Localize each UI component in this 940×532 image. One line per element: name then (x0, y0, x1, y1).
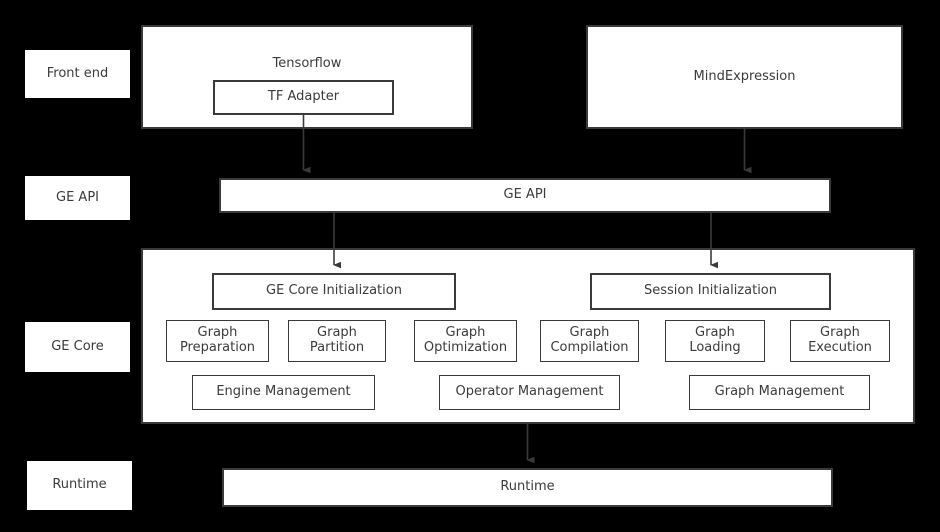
operator-management-box[interactable]: Operator Management (439, 375, 620, 410)
graph-preparation-box[interactable]: Graph Preparation (166, 320, 269, 362)
graph-loading-box[interactable]: Graph Loading (665, 320, 765, 362)
graph-compilation-box[interactable]: Graph Compilation (540, 320, 639, 362)
rail-label-runtime: Runtime (27, 461, 132, 510)
rail-label-front-end: Front end (25, 50, 130, 98)
ge-core-initialization-box[interactable]: GE Core Initialization (212, 273, 456, 310)
rail-label-ge-api: GE API (25, 176, 130, 220)
graph-management-box[interactable]: Graph Management (689, 375, 870, 410)
runtime-bar[interactable]: Runtime (222, 468, 833, 507)
graph-optimization-box[interactable]: Graph Optimization (414, 320, 517, 362)
rail-label-ge-core: GE Core (25, 322, 130, 372)
graph-partition-box[interactable]: Graph Partition (288, 320, 386, 362)
tensorflow-label: Tensorflow (272, 56, 342, 71)
graph-execution-box[interactable]: Graph Execution (790, 320, 890, 362)
session-initialization-box[interactable]: Session Initialization (590, 273, 831, 310)
tf-adapter-box[interactable]: TF Adapter (213, 80, 394, 115)
mindexpression-box[interactable]: MindExpression (586, 25, 903, 129)
engine-management-box[interactable]: Engine Management (192, 375, 375, 410)
ge-api-bar[interactable]: GE API (219, 178, 831, 213)
